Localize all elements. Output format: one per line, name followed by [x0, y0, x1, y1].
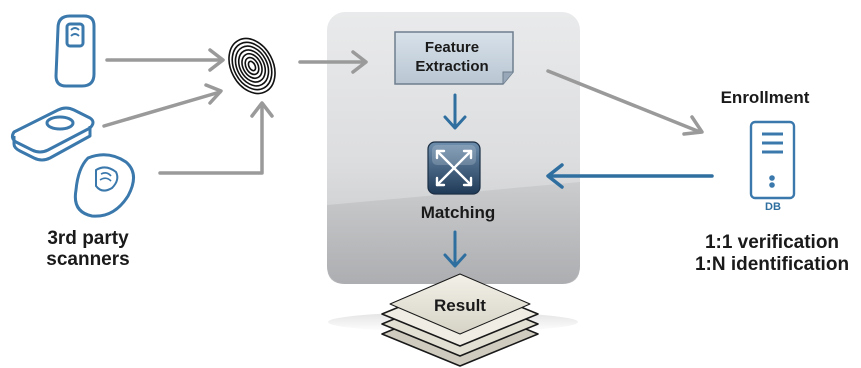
- matching-label: Matching: [420, 203, 496, 222]
- matching-arrows-icon: [427, 141, 481, 195]
- extraction-to-matching-arrow: [443, 93, 467, 130]
- database-server-icon: [749, 120, 796, 200]
- result-label: Result: [434, 296, 486, 315]
- extraction-to-enrollment-arrow: [546, 69, 704, 136]
- fingerprint-icon: [228, 37, 276, 95]
- db-to-matching-arrow: [546, 163, 714, 189]
- feature-extraction-label: Feature Extraction: [415, 39, 489, 75]
- result-stack: [381, 273, 539, 367]
- feature-extraction-box: [394, 31, 514, 85]
- enrollment-label: Enrollment: [720, 88, 810, 107]
- fingerprint-to-extraction-arrow: [298, 50, 368, 74]
- matching-to-result-arrow: [443, 230, 467, 268]
- verification-modes-label: 1:1 verification 1:N identification: [694, 232, 850, 275]
- scanners-label: 3rd party scanners: [46, 228, 130, 270]
- fingerprint-scanner-upright-icon: [54, 14, 96, 88]
- fingerprint-scanner-flat-icon: [10, 106, 95, 162]
- scanner-to-fingerprint-arrows: [102, 48, 274, 175]
- db-label: DB: [765, 201, 781, 213]
- fingerprint-scanner-mouse-icon: [73, 153, 135, 218]
